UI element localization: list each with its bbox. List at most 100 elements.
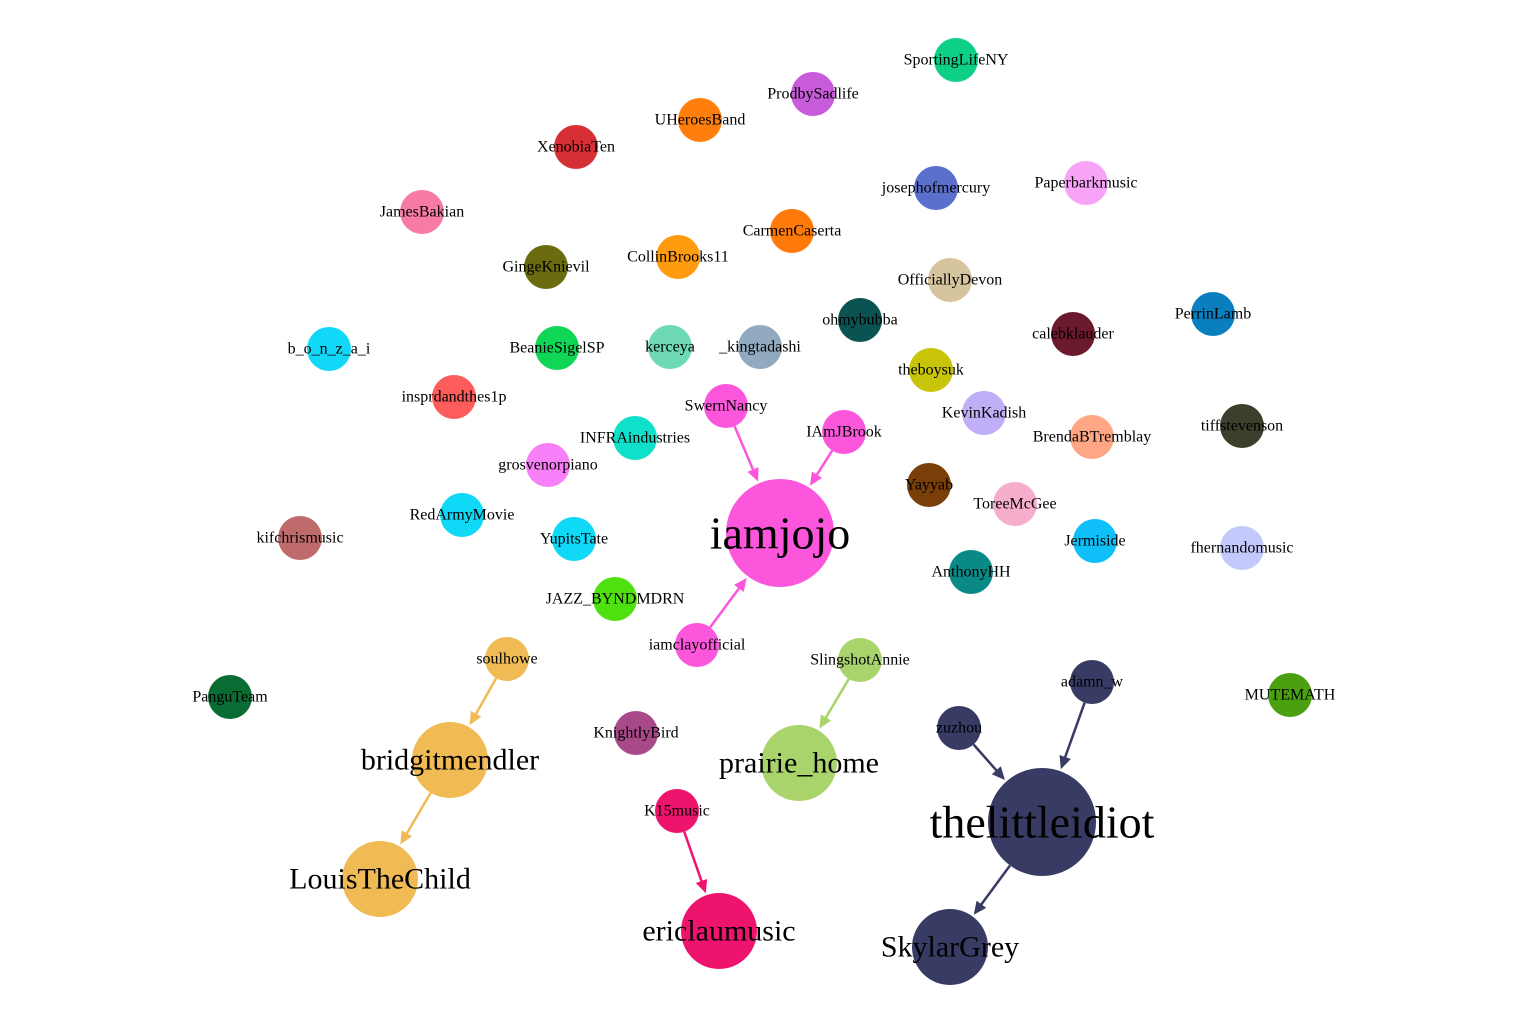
node-circle[interactable] [928,258,972,302]
node-circle[interactable] [1064,161,1108,205]
node-b-o-n-z-a-i[interactable]: b_o_n_z_a_i [288,327,371,371]
node-circle[interactable] [526,443,570,487]
node-slingshotannie[interactable]: SlingshotAnnie [810,638,910,682]
node-circle[interactable] [524,245,568,289]
node-collinbrooks11[interactable]: CollinBrooks11 [627,235,729,279]
node-circle[interactable] [1191,292,1235,336]
node-circle[interactable] [648,325,692,369]
node-iamjbrook[interactable]: IAmJBrook [806,410,882,454]
node-iamjojo[interactable]: iamjojo [710,479,851,587]
node-swernnancy[interactable]: SwernNancy [685,384,768,428]
node-circle[interactable] [552,517,596,561]
node-circle[interactable] [907,463,951,507]
node-kingtadashi[interactable]: _kingtadashi [718,325,801,369]
node-prodbysadlife[interactable]: ProdbySadlife [767,72,859,116]
node-jazz-byndmdrn[interactable]: JAZZ_BYNDMDRN [546,577,685,621]
node-circle[interactable] [791,72,835,116]
node-mutemath[interactable]: MUTEMATH [1245,673,1336,717]
node-circle[interactable] [822,410,866,454]
node-toreemcgee[interactable]: ToreeMcGee [973,482,1057,526]
node-iamclayofficial[interactable]: iamclayofficial [649,623,746,667]
node-circle[interactable] [675,623,719,667]
node-circle[interactable] [909,348,953,392]
node-circle[interactable] [278,516,322,560]
node-infraindustries[interactable]: INFRAindustries [580,416,690,460]
node-louisthechild[interactable]: LouisTheChild [289,841,471,917]
node-knightlybird[interactable]: KnightlyBird [593,711,679,755]
node-circle[interactable] [738,325,782,369]
node-prairie-home[interactable]: prairie_home [719,725,879,801]
node-k15music[interactable]: K15music [644,789,710,833]
node-gingeknievil[interactable]: GingeKnievil [502,245,590,289]
node-circle[interactable] [681,893,757,969]
node-panguteam[interactable]: PanguTeam [192,675,268,719]
node-circle[interactable] [678,98,722,142]
node-circle[interactable] [937,706,981,750]
node-circle[interactable] [593,577,637,621]
node-circle[interactable] [1073,519,1117,563]
node-sportinglifeny[interactable]: SportingLifeNY [904,38,1009,82]
node-circle[interactable] [342,841,418,917]
node-redarmymovie[interactable]: RedArmyMovie [410,493,515,537]
node-tiffstevenson[interactable]: tiffstevenson [1201,404,1283,448]
node-soulhowe[interactable]: soulhowe [476,637,538,681]
node-circle[interactable] [1268,673,1312,717]
node-circle[interactable] [726,479,834,587]
node-theboysuk[interactable]: theboysuk [898,348,964,392]
node-calebklauder[interactable]: calebklauder [1032,312,1115,356]
node-circle[interactable] [1220,404,1264,448]
node-circle[interactable] [1070,415,1114,459]
node-circle[interactable] [988,768,1096,876]
node-bridgitmendler[interactable]: bridgitmendler [361,722,539,798]
node-adamn-w[interactable]: adamn_w [1061,660,1124,704]
node-skylargrey[interactable]: SkylarGrey [881,909,1019,985]
node-circle[interactable] [656,235,700,279]
node-circle[interactable] [838,638,882,682]
node-yupitstate[interactable]: YupitsTate [540,517,608,561]
node-circle[interactable] [761,725,837,801]
node-ohmybubba[interactable]: ohmybubba [822,298,898,342]
node-ericlaumusic[interactable]: ericlaumusic [642,893,796,969]
node-circle[interactable] [613,416,657,460]
node-jamesbakian[interactable]: JamesBakian [380,190,464,234]
node-circle[interactable] [432,375,476,419]
node-circle[interactable] [1051,312,1095,356]
node-circle[interactable] [655,789,699,833]
node-circle[interactable] [914,166,958,210]
node-circle[interactable] [1070,660,1114,704]
node-circle[interactable] [912,909,988,985]
node-kevinkadish[interactable]: KevinKadish [942,391,1026,435]
node-circle[interactable] [412,722,488,798]
node-carmencaserta[interactable]: CarmenCaserta [743,209,842,253]
node-circle[interactable] [535,326,579,370]
node-kerceya[interactable]: kerceya [645,325,695,369]
node-uheroesband[interactable]: UHeroesBand [655,98,746,142]
node-circle[interactable] [400,190,444,234]
node-officiallydevon[interactable]: OfficiallyDevon [898,258,1003,302]
node-circle[interactable] [838,298,882,342]
node-circle[interactable] [208,675,252,719]
node-perrinlamb[interactable]: PerrinLamb [1175,292,1251,336]
node-circle[interactable] [949,550,993,594]
node-circle[interactable] [1220,526,1264,570]
node-beaniesigelsp[interactable]: BeanieSigelSP [509,326,605,370]
node-paperbarkmusic[interactable]: Paperbarkmusic [1034,161,1138,205]
node-circle[interactable] [962,391,1006,435]
node-thelittleidiot[interactable]: thelittleidiot [930,768,1155,876]
node-circle[interactable] [485,637,529,681]
node-zuzhou[interactable]: zuzhou [936,706,982,750]
node-circle[interactable] [704,384,748,428]
node-anthonyhh[interactable]: AnthonyHH [931,550,1011,594]
node-insprdandthes1p[interactable]: insprdandthes1p [402,375,507,419]
node-fhernandomusic[interactable]: fhernandomusic [1190,526,1294,570]
node-circle[interactable] [993,482,1037,526]
node-circle[interactable] [934,38,978,82]
node-circle[interactable] [614,711,658,755]
node-brendabtremblay[interactable]: BrendaBTremblay [1033,415,1152,459]
node-josephofmercury[interactable]: josephofmercury [881,166,990,210]
node-circle[interactable] [554,125,598,169]
node-yayyab[interactable]: Yayyab [905,463,953,507]
node-kifchrismusic[interactable]: kifchrismusic [256,516,344,560]
node-xenobiaten[interactable]: XenobiaTen [537,125,615,169]
node-jermiside[interactable]: Jermiside [1064,519,1126,563]
